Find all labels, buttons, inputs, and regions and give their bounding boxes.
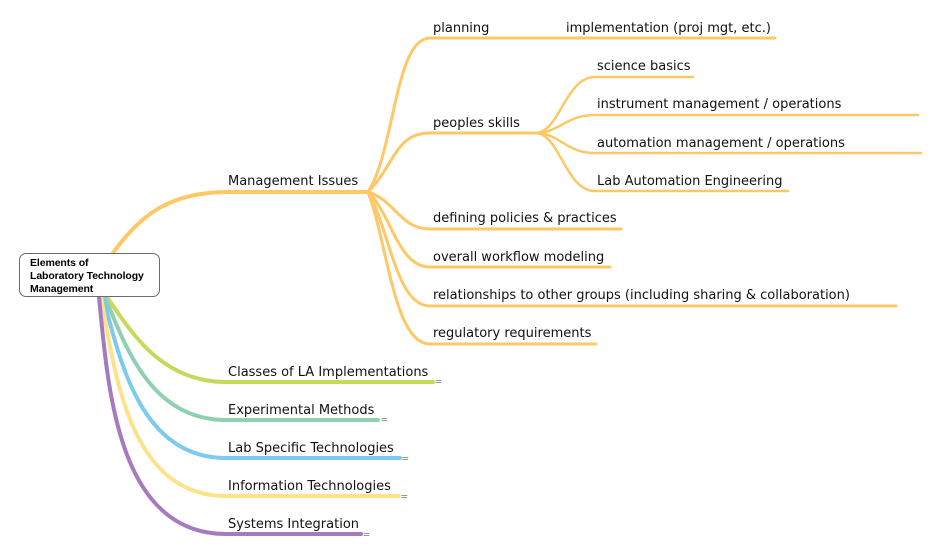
edge-planning xyxy=(366,36,777,194)
topic-experimental-methods[interactable]: Experimental Methods xyxy=(228,403,375,418)
topic-lab-automation-engineering[interactable]: Lab Automation Engineering xyxy=(597,174,783,189)
topic-classes-of-la[interactable]: Classes of LA Implementations xyxy=(228,365,429,380)
root-line-1: Elements of xyxy=(30,257,89,269)
topic-planning[interactable]: planning xyxy=(433,21,490,36)
topic-management-issues[interactable]: Management Issues xyxy=(228,174,359,189)
collapse-marker-information[interactable]: = xyxy=(401,490,408,503)
topic-relationships[interactable]: relationships to other groups (including… xyxy=(433,288,850,303)
topic-science-basics[interactable]: science basics xyxy=(597,59,691,74)
topic-instrument-management[interactable]: instrument management / operations xyxy=(597,97,842,112)
edge-regulatory xyxy=(366,190,598,346)
topic-regulatory[interactable]: regulatory requirements xyxy=(433,326,592,341)
edge-defining-policies xyxy=(366,190,623,231)
edge-systems-integration xyxy=(97,295,363,536)
root-line-2: Laboratory Technology xyxy=(30,270,144,282)
topic-overall-workflow[interactable]: overall workflow modeling xyxy=(433,250,605,265)
edge-science-basics xyxy=(533,75,695,135)
edge-information-technologies xyxy=(99,295,401,498)
edge-experimental-methods xyxy=(103,295,380,422)
topic-information-technologies[interactable]: Information Technologies xyxy=(228,479,391,494)
edge-lab-specific xyxy=(101,295,402,460)
edge-relationships xyxy=(366,190,898,308)
edge-management-issues xyxy=(111,190,370,255)
topic-peoples-skills[interactable]: peoples skills xyxy=(433,116,520,131)
edge-lab-automation-engineering xyxy=(533,131,790,193)
collapse-marker-lab-specific[interactable]: = xyxy=(402,452,409,465)
edge-peoples-skills xyxy=(366,131,537,194)
root-topic[interactable]: Elements of Laboratory Technology Manage… xyxy=(19,253,160,297)
edge-overall-workflow xyxy=(366,190,612,269)
edge-classes-of-la xyxy=(105,295,435,384)
topic-defining-policies[interactable]: defining policies & practices xyxy=(433,211,617,226)
topic-lab-specific[interactable]: Lab Specific Technologies xyxy=(228,441,394,456)
edge-instrument-management xyxy=(533,113,920,135)
collapse-marker-classes[interactable]: = xyxy=(435,375,442,388)
collapse-marker-systems[interactable]: = xyxy=(363,528,370,541)
topic-automation-management[interactable]: automation management / operations xyxy=(597,136,845,151)
topic-implementation[interactable]: implementation (proj mgt, etc.) xyxy=(566,21,771,36)
root-line-3: Management xyxy=(30,283,94,295)
topic-systems-integration[interactable]: Systems Integration xyxy=(228,517,360,532)
collapse-marker-experimental[interactable]: = xyxy=(381,413,388,426)
